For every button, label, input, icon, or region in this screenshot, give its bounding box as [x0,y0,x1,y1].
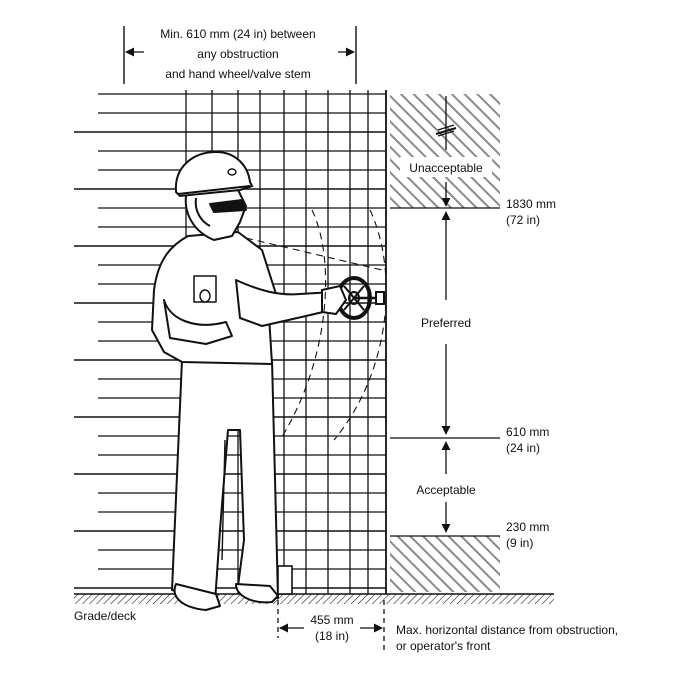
top-clearance-line-1: Min. 610 mm (24 in) between [160,27,315,41]
top-clearance-line-3: and hand wheel/valve stem [165,67,310,81]
grade-deck-label: Grade/deck [74,609,137,623]
unacceptable-zone-hatch [390,94,500,208]
max-distance-line-1: Max. horizontal distance from obstructio… [396,623,618,637]
level-1830-in: (72 in) [506,213,540,227]
acceptable-label: Acceptable [416,483,476,497]
hard-hat-icon [174,150,254,198]
reach-arcs [245,209,387,441]
top-clearance-dimension [123,22,357,84]
top-clearance-line-2: any obstruction [197,47,278,61]
low-zone-hatch [390,536,500,592]
horizontal-mm: 455 mm [310,613,353,627]
level-lines [390,207,500,537]
level-610-in: (24 in) [506,441,540,455]
operator-figure [151,187,341,611]
edge-post [277,565,293,595]
level-610-mm: 610 mm [506,425,549,439]
horizontal-in: (18 in) [315,629,349,643]
level-230-mm: 230 mm [506,520,549,534]
unacceptable-label: Unacceptable [409,161,483,175]
ground-line [74,593,554,604]
max-distance-line-2: or operator's front [396,639,491,653]
level-230-in: (9 in) [506,536,533,550]
preferred-label: Preferred [421,316,471,330]
level-1830-mm: 1830 mm [506,197,556,211]
operator-hand [321,284,348,316]
